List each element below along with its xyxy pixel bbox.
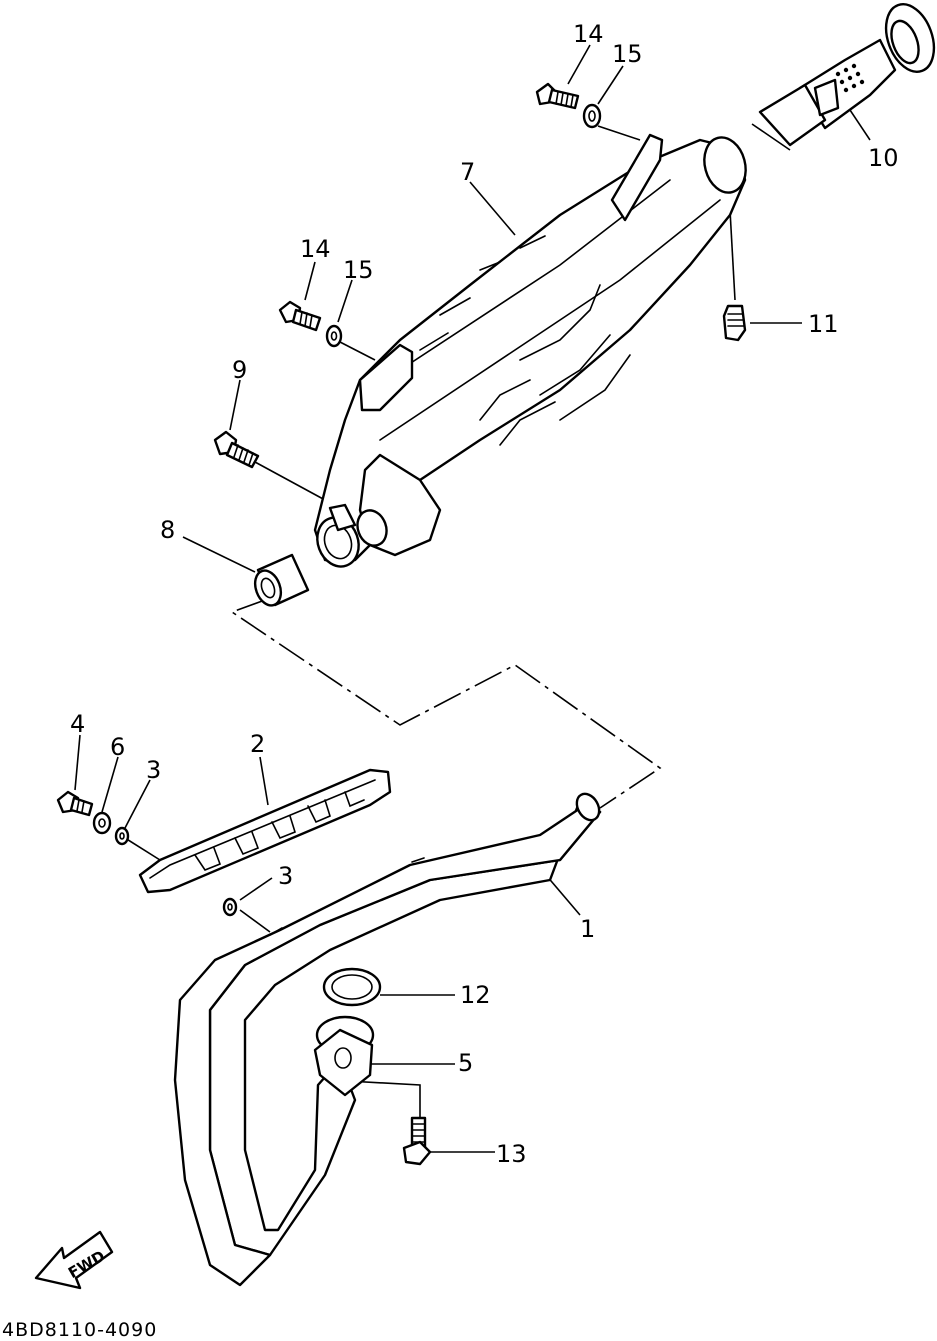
forward-direction-arrow: FWD xyxy=(34,1230,114,1290)
clamp-bolt xyxy=(213,430,260,469)
bolt-middle-left xyxy=(278,300,322,332)
callout-6: 6 xyxy=(110,733,125,761)
callout-5: 5 xyxy=(458,1049,473,1077)
callout-1: 1 xyxy=(580,915,595,943)
callout-10: 10 xyxy=(868,144,899,172)
protector-washer xyxy=(92,811,112,835)
callout-9: 9 xyxy=(232,356,247,384)
bolt-upper-right xyxy=(535,82,580,110)
callout-15-upper: 15 xyxy=(612,40,643,68)
heat-protector xyxy=(138,768,392,894)
callout-12: 12 xyxy=(460,981,491,1009)
muffler xyxy=(313,133,747,568)
protector-grommet-upper xyxy=(114,826,130,846)
leader-lines xyxy=(74,44,871,1153)
tail-pipe-spark-arrester xyxy=(758,3,936,147)
washer-upper-right xyxy=(582,103,602,129)
callout-8: 8 xyxy=(160,516,175,544)
callout-14-lower: 14 xyxy=(300,235,331,263)
callout-3-upper: 3 xyxy=(146,756,161,784)
callout-15-lower: 15 xyxy=(343,256,374,284)
callout-4: 4 xyxy=(70,710,85,738)
exhaust-pipe xyxy=(173,792,602,1287)
callout-7: 7 xyxy=(460,158,475,186)
callout-11: 11 xyxy=(808,310,839,338)
hex-bolt-right xyxy=(722,304,747,342)
protector-grommet-lower xyxy=(222,897,238,917)
stud-bolt xyxy=(402,1116,432,1166)
gasket-sleeve xyxy=(253,553,310,607)
washer-middle-left xyxy=(325,324,343,348)
callout-14-upper: 14 xyxy=(573,20,604,48)
perforation-dots xyxy=(835,63,865,93)
callout-13: 13 xyxy=(496,1140,527,1168)
exhaust-flange xyxy=(313,1015,375,1097)
diagram-code: 4BD8110-4090 xyxy=(2,1319,157,1341)
exhaust-gasket xyxy=(322,967,382,1007)
callout-numbers: 1 2 3 3 4 5 6 7 8 9 10 11 12 13 14 14 15… xyxy=(70,20,899,1168)
callout-3-lower: 3 xyxy=(278,862,293,890)
callout-2: 2 xyxy=(250,730,265,758)
protector-bolt xyxy=(56,790,94,817)
